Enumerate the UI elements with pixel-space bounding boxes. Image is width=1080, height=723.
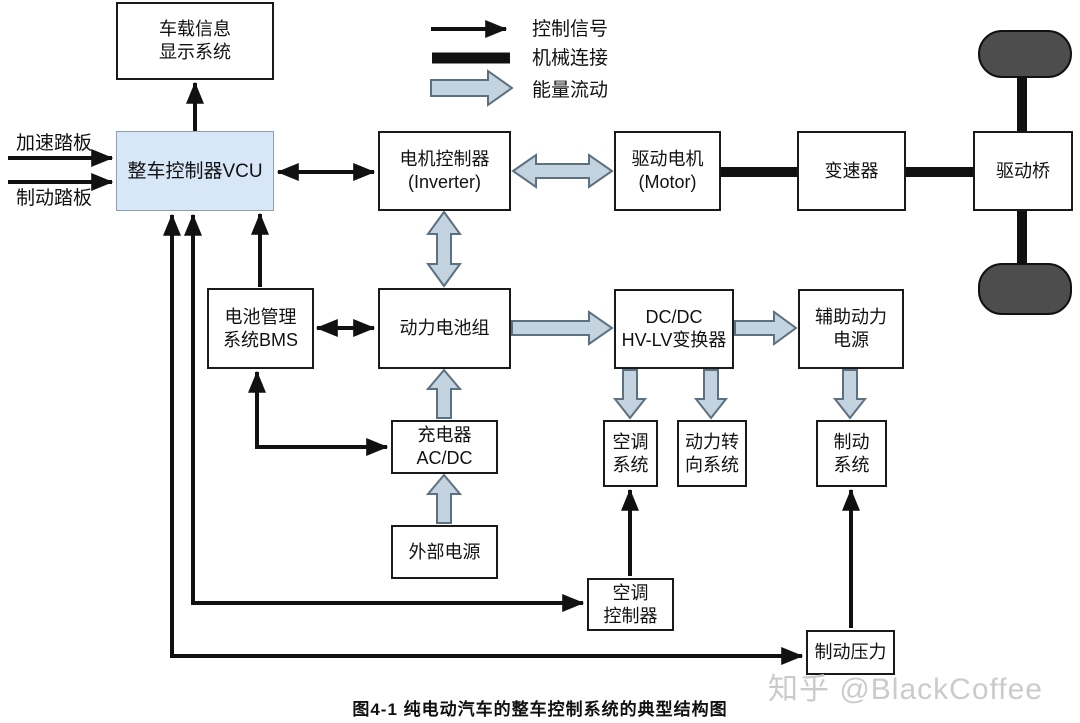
legend-label-control-signal: 控制信号 (532, 19, 609, 40)
block-vcu-label: 整车控制器VCU (127, 160, 263, 182)
block-dcdc-converter: DC/DC HV-LV变换器 (614, 289, 734, 369)
block-drive-axle-label: 驱动桥 (996, 160, 1050, 181)
block-brake-pressure-label: 制动压力 (814, 642, 887, 662)
block-external-power: 外部电源 (391, 525, 498, 579)
energy-flow-arrow-dcdc-to-steering (693, 369, 729, 420)
block-brake-system-label: 制动 系统 (833, 431, 870, 475)
block-power-steering-label: 动力转 向系统 (685, 431, 739, 475)
block-power-steering: 动力转 向系统 (677, 420, 747, 487)
energy-flow-arrow-inverter-battery (426, 210, 462, 288)
block-charger: 充电器 AC/DC (391, 420, 498, 474)
block-ac-controller-label: 空调 控制器 (603, 582, 658, 626)
energy-flow-arrow-ext-power-to-charger (425, 473, 463, 524)
block-battery-pack-label: 动力电池组 (399, 318, 490, 338)
block-bms: 电池管理 系统BMS (207, 288, 314, 369)
energy-flow-arrow-dcdc-to-ac-system (612, 369, 648, 420)
brake-pedal-label: 制动踏板 (16, 188, 93, 209)
legend-label-energy-flow: 能量流动 (532, 80, 609, 101)
figure-caption: 图4-1 纯电动汽车的整车控制系统的典型结构图 (352, 700, 728, 719)
block-gearbox-label: 变速器 (824, 160, 879, 181)
block-ac-controller: 空调 控制器 (587, 578, 674, 631)
block-aux-power: 辅助动力 电源 (798, 289, 904, 369)
energy-flow-arrow-aux-power-to-brake-system (832, 369, 868, 420)
block-charger-label: 充电器 AC/DC (416, 425, 473, 468)
block-aux-power-label: 辅助动力 电源 (815, 307, 887, 350)
block-onboard-info-display: 车载信息 显示系统 (116, 2, 274, 80)
watermark: 知乎 @BlackCoffee (768, 673, 1043, 706)
block-motor-controller-label: 电机控制器 (Inverter) (399, 149, 490, 192)
block-drive-axle: 驱动桥 (973, 131, 1073, 211)
wheel-top (978, 30, 1072, 78)
legend-energy-flow-arrow-icon (430, 69, 514, 107)
block-brake-system: 制动 系统 (816, 420, 887, 487)
block-ac-system-label: 空调 系统 (612, 431, 649, 475)
accelerator-pedal-label: 加速踏板 (16, 133, 93, 154)
block-motor-controller: 电机控制器 (Inverter) (378, 131, 511, 211)
block-dcdc-converter-label: DC/DC HV-LV变换器 (621, 307, 727, 350)
legend-label-mechanical-link: 机械连接 (532, 48, 609, 69)
energy-flow-arrow-charger-to-battery (425, 368, 463, 419)
energy-flow-arrow-dcdc-to-aux-power (734, 310, 798, 346)
energy-flow-arrow-inverter-motor (511, 153, 614, 189)
control-arrow-bms-charger (248, 370, 389, 456)
block-battery-pack: 动力电池组 (378, 288, 511, 369)
block-brake-pressure: 制动压力 (806, 630, 895, 675)
block-gearbox: 变速器 (797, 131, 906, 211)
block-onboard-info-display-label: 车载信息 显示系统 (159, 19, 231, 62)
block-bms-label: 电池管理 系统BMS (222, 306, 298, 350)
wheel-bottom (978, 263, 1072, 315)
energy-flow-arrow-battery-to-dcdc (511, 310, 614, 346)
control-arrow-vcu-brake-pressure (163, 213, 804, 665)
control-arrow-vcu-ac-controller (184, 213, 585, 612)
block-ac-system: 空调 系统 (603, 420, 658, 487)
block-drive-motor: 驱动电机 (Motor) (614, 131, 721, 211)
block-drive-motor-label: 驱动电机 (Motor) (631, 149, 704, 192)
block-external-power-label: 外部电源 (408, 541, 481, 562)
block-vcu: 整车控制器VCU (116, 131, 274, 211)
